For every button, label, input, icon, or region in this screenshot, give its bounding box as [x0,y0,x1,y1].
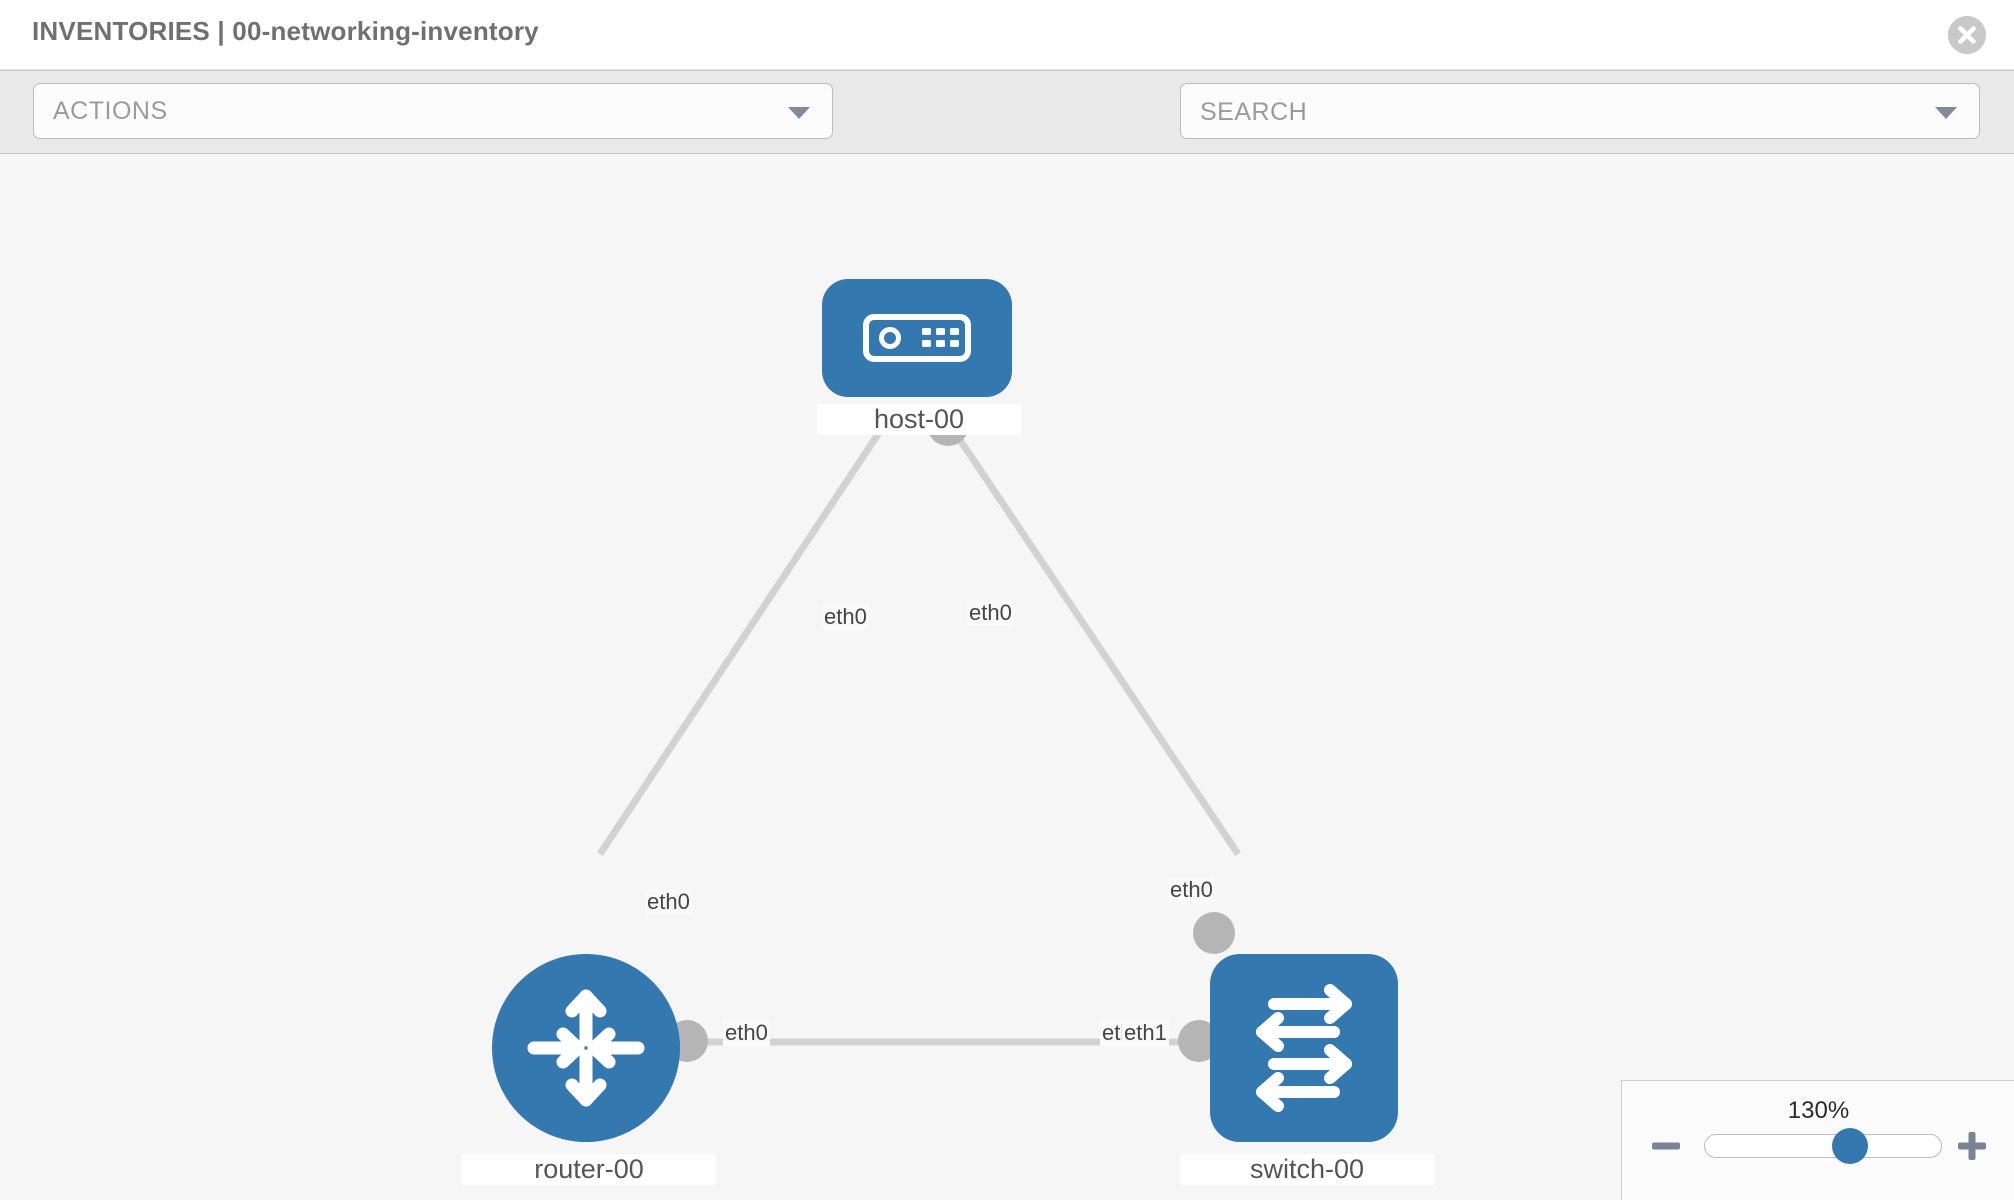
actions-dropdown[interactable]: ACTIONS [33,83,833,139]
connector-nub-switch-top [1193,912,1235,954]
node-host-00[interactable]: host-00 [817,279,1021,509]
router-arrows-icon [527,989,645,1107]
toolbar: ACTIONS [0,70,2014,199]
switch-arrows-icon [1256,984,1352,1112]
chevron-down-icon[interactable] [1935,107,1957,119]
interface-label-switch-left: eth1 [1122,1020,1169,1046]
topology-canvas[interactable]: host-00 router-00 [0,154,2014,1200]
switch-node-shape[interactable] [1210,954,1398,1142]
actions-dropdown-label: ACTIONS [53,97,168,125]
minus-icon[interactable] [1649,1129,1683,1163]
plus-icon[interactable] [1955,1129,1989,1163]
interface-label-host-right: eth0 [967,600,1014,626]
node-label-host-00: host-00 [817,404,1021,435]
zoom-slider-thumb[interactable] [1832,1128,1868,1164]
node-router-00[interactable]: router-00 [462,954,716,1200]
node-switch-00[interactable]: switch-00 [1180,954,1434,1200]
node-label-router-00: router-00 [462,1154,716,1185]
page-title: INVENTORIES | 00-networking-inventory [32,16,539,46]
link-host-router[interactable] [597,417,891,856]
interface-label-switch-up: eth0 [1168,877,1215,903]
zoom-control-panel: 130% [1621,1080,2014,1200]
window-header: INVENTORIES | 00-networking-inventory [0,0,2014,70]
close-icon[interactable] [1948,16,1986,54]
node-label-switch-00: switch-00 [1180,1154,1434,1185]
chevron-down-icon [788,107,810,119]
interface-label-host-left: eth0 [822,604,869,630]
zoom-level-value: 130% [1787,1097,1850,1124]
host-node-shape[interactable] [822,279,1012,397]
link-host-switch[interactable] [943,417,1241,856]
search-input[interactable] [1198,85,1902,139]
server-device-icon [863,314,971,362]
router-node-shape[interactable] [492,954,680,1142]
search-field[interactable] [1180,83,1980,139]
interface-label-router-up: eth0 [645,889,692,915]
interface-label-router-right: eth0 [723,1020,770,1046]
zoom-slider-track[interactable] [1704,1134,1942,1158]
